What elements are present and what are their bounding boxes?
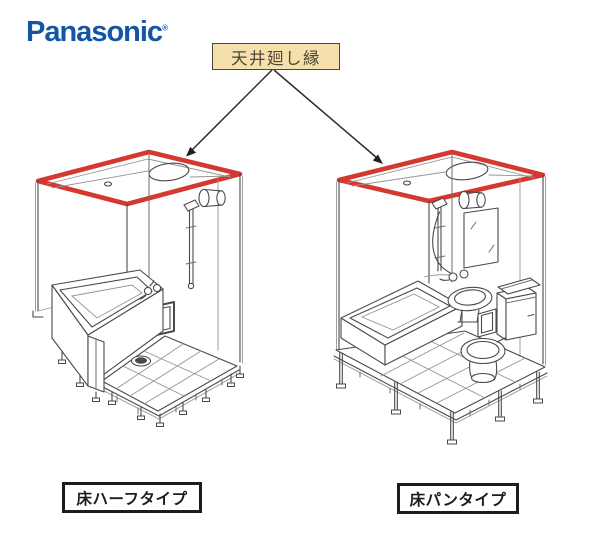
washbasin-icon [439, 269, 497, 338]
registered-mark: ® [162, 23, 168, 33]
ceiling-trim-highlight-left [35, 149, 243, 207]
half-floor-panel [99, 335, 244, 427]
bathtub-left [51, 269, 164, 402]
diagram-floor-pan-type [333, 149, 548, 445]
tub-faucet-icon [143, 286, 153, 296]
walls-right [336, 151, 546, 366]
caption-floor-half-type: 床ハーフタイプ [62, 482, 202, 513]
ceiling-vent-right [445, 161, 489, 181]
callout-arrow-left [186, 69, 273, 157]
bathtub-right [340, 274, 463, 366]
panasonic-logo-text: Panasonic [26, 16, 163, 48]
shelf-icon [497, 277, 541, 295]
caption-floor-pan-type: 床パンタイプ [397, 483, 519, 514]
shower-bar-right [431, 197, 455, 276]
callout-arrow-right [273, 69, 383, 164]
panasonic-logo: Panasonic® [26, 16, 168, 49]
shower-bar-left [183, 199, 200, 290]
ceiling-trim-callout: 天井廻し縁 [212, 43, 340, 70]
toilet-icon [460, 286, 537, 384]
diagram-floor-half-type [32, 149, 244, 427]
ventilation-fan-icon [458, 190, 486, 210]
mirror-icon [463, 207, 499, 269]
ventilation-fan-icon [198, 188, 226, 208]
